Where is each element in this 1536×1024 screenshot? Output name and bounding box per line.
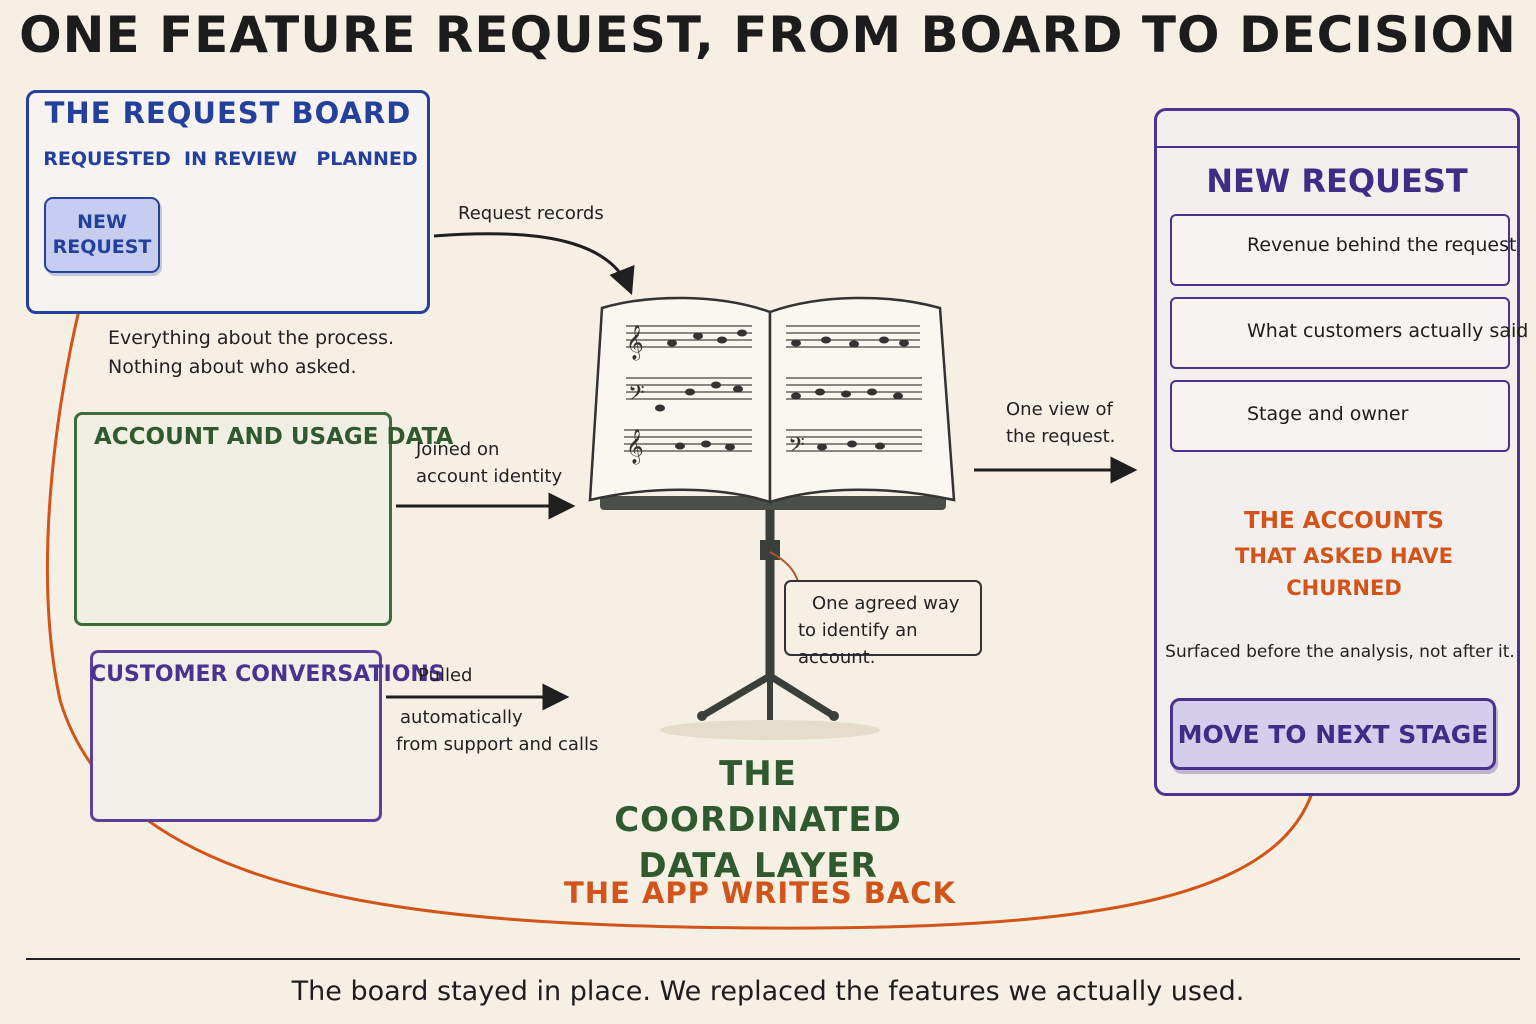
arrow-request-records (433, 232, 635, 296)
field-customers-said[interactable] (1170, 297, 1510, 369)
account-usage-box (74, 412, 392, 626)
app-title: NEW REQUEST (1206, 162, 1468, 200)
column-requested[interactable]: REQUESTED (43, 148, 171, 170)
app-window (1154, 108, 1520, 796)
board-title: THE REQUEST BOARD (44, 96, 412, 130)
writes-back-label: THE APP WRITES BACK (564, 876, 956, 910)
footer-divider (26, 958, 1520, 960)
surfaced-note: Surfaced before the analysis, not after … (1165, 642, 1515, 662)
arrow-writes-back (45, 276, 1320, 930)
label-request-records: Request records (458, 203, 604, 224)
field-stage-owner-label: Stage and owner (1247, 403, 1409, 425)
page-title: ONE FEATURE REQUEST, FROM BOARD TO DECIS… (19, 6, 1517, 64)
move-to-next-stage-button[interactable]: MOVE TO NEXT STAGE (1170, 698, 1496, 770)
column-planned[interactable]: PLANNED (316, 148, 418, 170)
field-revenue[interactable] (1170, 214, 1510, 286)
field-customers-said-label: What customers actually said (1247, 320, 1529, 342)
label-pulled: Pulled (418, 665, 473, 686)
account-usage-title: ACCOUNT AND USAGE DATA (94, 424, 454, 450)
svg-text:𝄞: 𝄞 (626, 325, 644, 361)
board-note: Everything about the process.Nothing abo… (108, 327, 395, 378)
footer-caption: The board stayed in place. We replaced t… (291, 976, 1245, 1007)
window-title-bar (1157, 146, 1517, 148)
customer-conversations-title: CUSTOMER CONVERSATIONS (90, 662, 445, 687)
music-stand-illustration: 𝄞 𝄞 𝄢 𝄢 (588, 296, 956, 740)
customer-conversations-box (90, 650, 382, 822)
svg-text:𝄞: 𝄞 (626, 429, 644, 465)
column-in-review[interactable]: IN REVIEW (184, 148, 297, 170)
svg-text:𝄢: 𝄢 (628, 381, 645, 411)
field-revenue-label: Revenue behind the request (1247, 234, 1517, 256)
svg-text:𝄢: 𝄢 (788, 433, 805, 463)
field-stage-owner[interactable] (1170, 380, 1510, 452)
